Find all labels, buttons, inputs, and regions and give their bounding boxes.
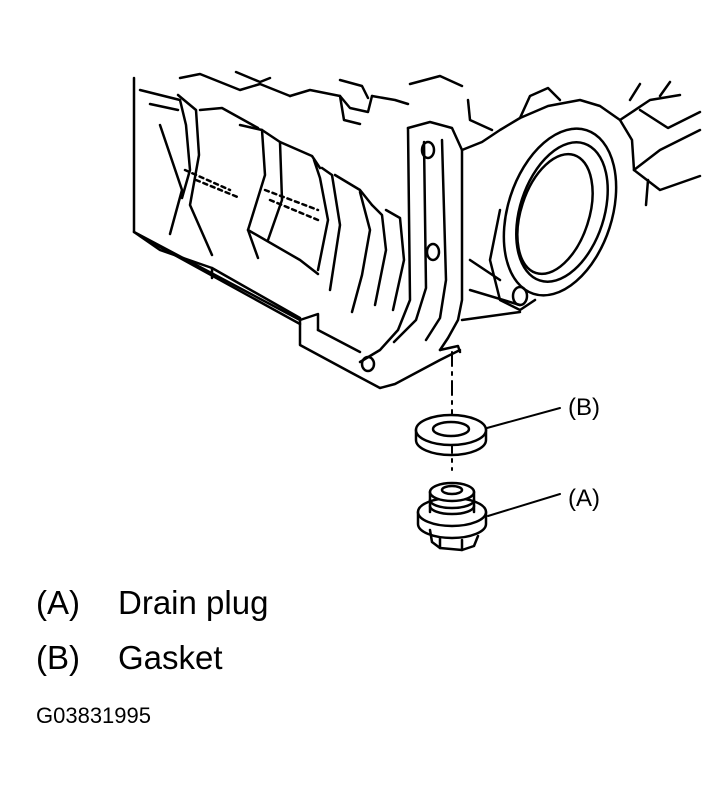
legend-label: Gasket [118,639,223,676]
bolt-hole [425,242,441,262]
legend-row-gasket: (B) Gasket [36,641,223,674]
legend-key: (B) [36,639,80,676]
engine-block-illustration [132,70,702,390]
callout-b: (B) [568,394,600,421]
bolt-hole [511,285,529,307]
figure-id: G03831995 [36,703,151,728]
leader-line-b [486,407,561,429]
drain-plug [416,481,488,552]
drain-plug-diagram: (B) (A) [132,70,702,552]
legend-row-drain-plug: (A) Drain plug [36,586,268,619]
gasket [414,413,488,457]
legend-label: Drain plug [118,584,269,621]
bolt-hole [420,140,436,160]
bolt-hole [360,355,376,373]
legend-key: (A) [36,584,80,621]
callout-a: (A) [568,485,600,512]
leader-line-a [487,493,561,517]
